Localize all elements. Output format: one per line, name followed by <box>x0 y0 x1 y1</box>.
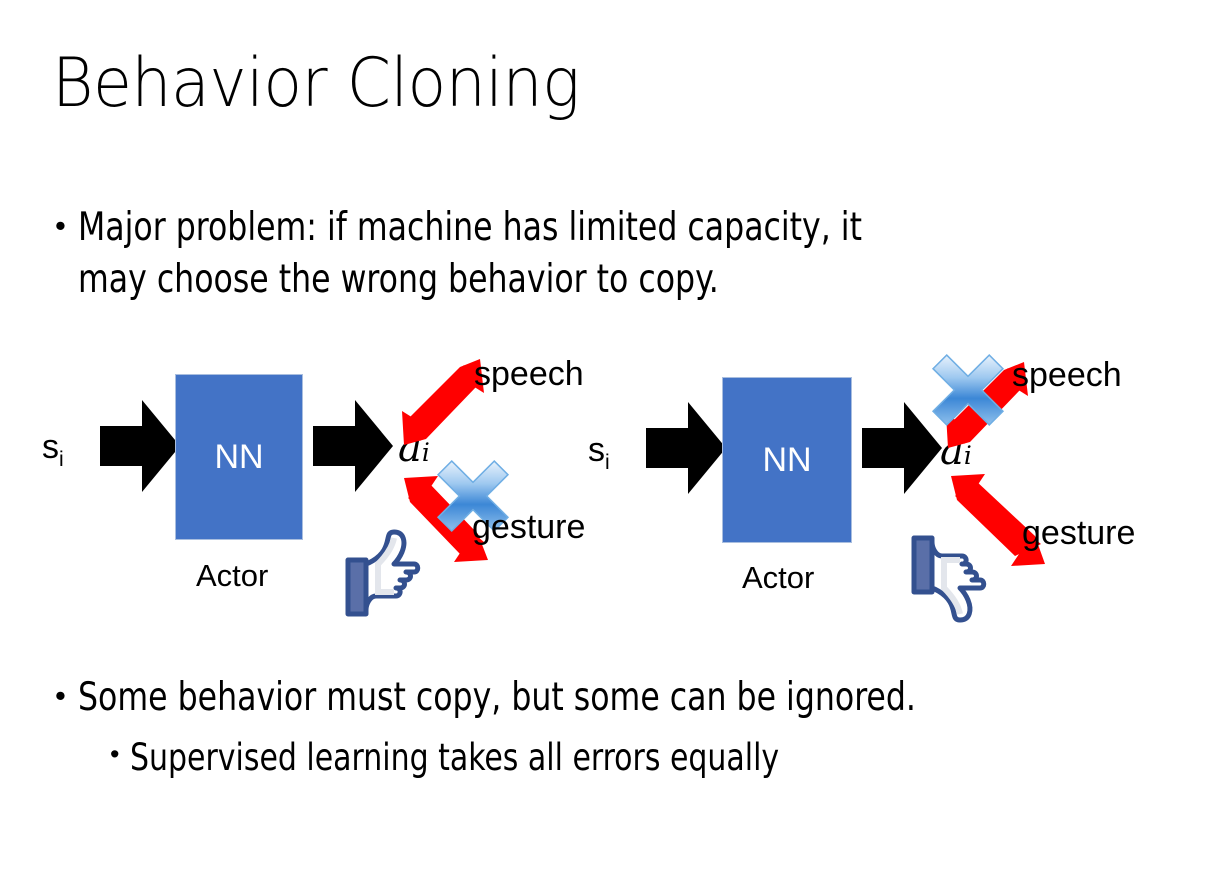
right-nn-box: NN <box>722 377 852 543</box>
bullet-marker-icon: • <box>55 678 66 713</box>
page-title: Behavior Cloning <box>52 44 580 123</box>
left-nn-label: NN <box>214 437 264 476</box>
thumbs-up-icon <box>345 529 421 617</box>
left-gesture-cross-icon <box>436 459 510 533</box>
right-output-arrow-icon <box>862 402 942 494</box>
bullet-major-problem: • Major problem: if machine has limited … <box>55 202 1135 307</box>
right-input-state-label: si <box>588 431 610 474</box>
left-branch-label-gesture: gesture <box>472 508 586 546</box>
left-input-arrow-icon <box>100 400 180 492</box>
bullet-supervised-learning-text: Supervised learning takes all errors equ… <box>130 736 780 779</box>
right-branch-label-speech: speech <box>1012 356 1122 394</box>
thumbs-down-icon <box>911 535 987 623</box>
right-speech-cross-icon <box>931 353 1005 427</box>
left-nn-box: NN <box>175 374 303 540</box>
bullet-marker-icon: • <box>55 208 66 243</box>
bullet-supervised-learning: • Supervised learning takes all errors e… <box>110 733 1170 783</box>
right-input-arrow-icon <box>646 402 726 494</box>
left-output-arrow-icon <box>313 400 393 492</box>
left-speech-arrow-icon <box>402 359 484 445</box>
bullet-some-behavior: • Some behavior must copy, but some can … <box>55 672 1155 724</box>
right-gesture-arrow-icon <box>951 474 1045 566</box>
left-actor-caption: Actor <box>196 558 269 593</box>
bullet-marker-icon: • <box>110 739 120 769</box>
bullet-some-behavior-text: Some behavior must copy, but some can be… <box>77 675 916 720</box>
right-nn-label: NN <box>762 440 812 479</box>
left-branch-label-speech: speech <box>474 355 584 393</box>
bullet-major-problem-text: Major problem: if machine has limited ca… <box>77 205 862 303</box>
right-branch-label-gesture: gesture <box>1022 514 1136 552</box>
right-actor-caption: Actor <box>742 560 815 595</box>
left-input-state-label: si <box>42 428 64 471</box>
